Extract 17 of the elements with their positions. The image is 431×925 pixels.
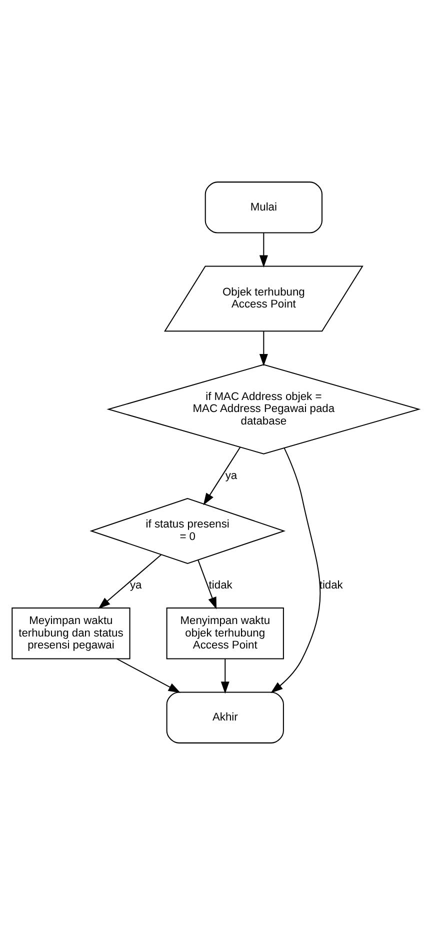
arrow (259, 232, 268, 268)
arrow (203, 446, 241, 506)
arrow (98, 554, 162, 609)
arrow (270, 448, 321, 694)
node-diamond: if status presensi = 0 (90, 498, 286, 564)
edge-label: ya (225, 470, 238, 482)
node-diamond: if MAC Address objek = MAC Address Pegawai pada database (106, 364, 421, 454)
node-box: Meyimpan waktu terhubung dan status presensi pegawai (12, 608, 130, 660)
node-box: Mulai (204, 182, 322, 234)
arrow (259, 331, 268, 366)
node-box: Menyimpan waktu objek terhubung Access Point (166, 608, 284, 660)
arrow (116, 658, 181, 693)
arrow (220, 659, 230, 694)
arrow (198, 560, 217, 610)
node-box: Akhir (166, 692, 284, 744)
edge-label: tidak (208, 580, 232, 592)
edge-label: ya (130, 580, 142, 592)
